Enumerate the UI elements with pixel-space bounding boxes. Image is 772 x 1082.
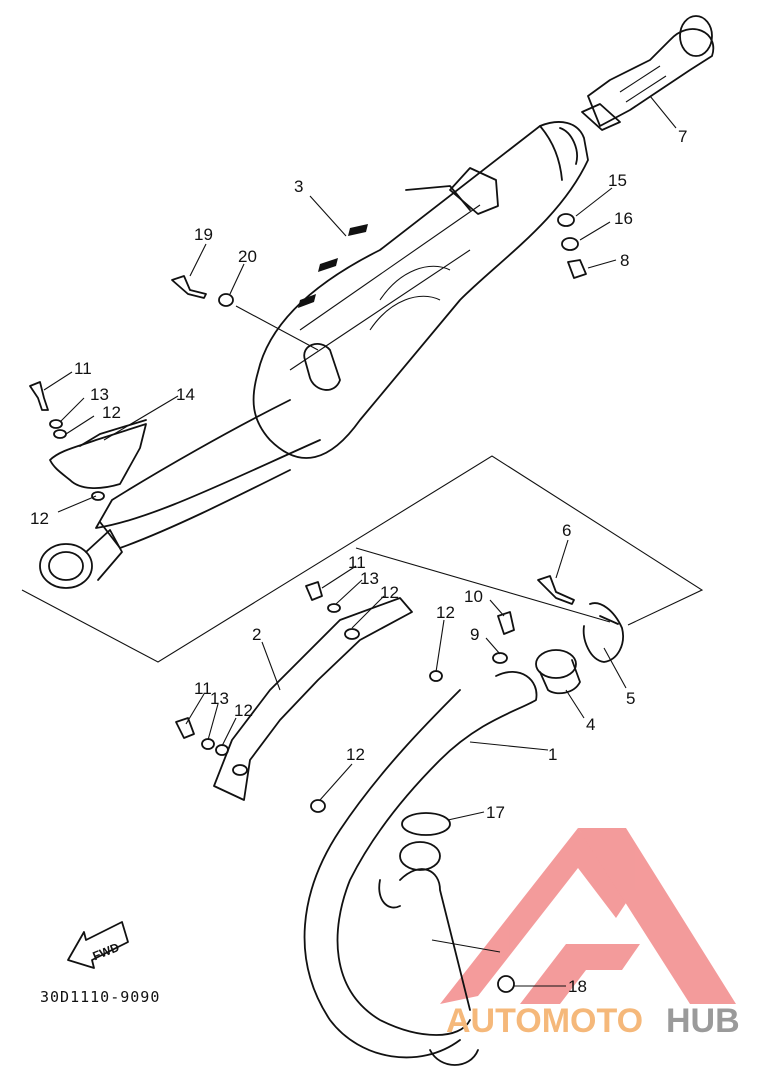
callout-15: 15 bbox=[608, 171, 627, 190]
callout-8: 8 bbox=[620, 251, 629, 270]
callout-12-bracket: 12 bbox=[380, 583, 399, 602]
callout-1: 1 bbox=[548, 745, 557, 764]
callout-6: 6 bbox=[562, 521, 571, 540]
clamp bbox=[582, 602, 624, 663]
callout-10: 10 bbox=[464, 587, 483, 606]
fwd-label: FWD bbox=[91, 940, 122, 963]
tail-cap bbox=[581, 15, 715, 131]
callout-12-pipe: 12 bbox=[436, 603, 455, 622]
bracket bbox=[213, 597, 413, 801]
callout-4: 4 bbox=[586, 715, 595, 734]
callout-17: 17 bbox=[486, 803, 505, 822]
callout-11-middle: 11 bbox=[348, 553, 366, 572]
callout-16: 16 bbox=[614, 209, 633, 228]
callout-18: 18 bbox=[568, 977, 587, 996]
callout-labels: 1 2 3 4 5 6 7 8 9 10 11 11 11 12 12 12 1… bbox=[30, 127, 687, 996]
callout-12-bottom: 12 bbox=[346, 745, 365, 764]
callout-2: 2 bbox=[252, 625, 261, 644]
callout-12-left: 12 bbox=[30, 509, 49, 528]
callout-12-lower: 12 bbox=[234, 701, 253, 720]
callout-3: 3 bbox=[294, 177, 303, 196]
callout-7: 7 bbox=[678, 127, 687, 146]
joint-sleeve bbox=[535, 649, 581, 695]
callout-5: 5 bbox=[626, 689, 635, 708]
gasket bbox=[401, 812, 451, 836]
leader-lines bbox=[43, 95, 677, 987]
watermark-text-part1: AUTOMOTO bbox=[446, 1002, 643, 1040]
watermark-text: AUTOMOTO HUB bbox=[446, 1002, 740, 1040]
callout-9: 9 bbox=[470, 625, 479, 644]
fasteners bbox=[29, 213, 587, 993]
callout-12-upper: 12 bbox=[102, 403, 121, 422]
forward-arrow: FWD bbox=[67, 921, 129, 969]
muffler bbox=[39, 121, 589, 589]
callout-14: 14 bbox=[176, 385, 195, 404]
callout-20: 20 bbox=[238, 247, 257, 266]
callout-19: 19 bbox=[194, 225, 213, 244]
callout-13-middle: 13 bbox=[360, 569, 379, 588]
exhaust-pipe bbox=[303, 670, 538, 1066]
callout-11-upper: 11 bbox=[74, 359, 92, 378]
callout-11-lower: 11 bbox=[194, 679, 212, 698]
watermark-text-part2: HUB bbox=[666, 1002, 740, 1040]
callout-13-lower: 13 bbox=[210, 689, 229, 708]
callout-13-upper: 13 bbox=[90, 385, 109, 404]
watermark-logo bbox=[440, 828, 736, 1004]
document-code: 30D1110-9090 bbox=[40, 988, 160, 1006]
assembly-outline bbox=[21, 455, 704, 663]
